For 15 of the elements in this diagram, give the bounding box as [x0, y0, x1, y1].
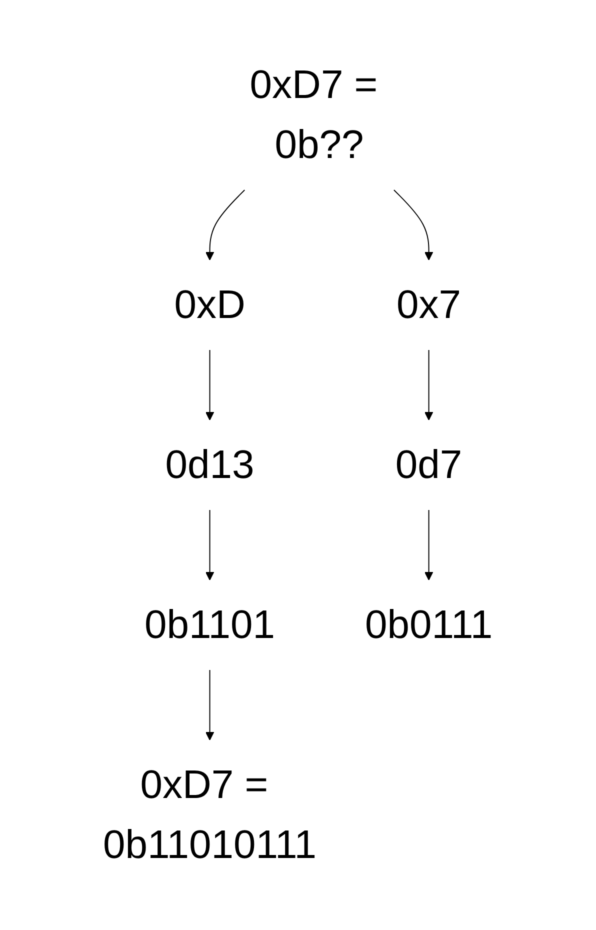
- node-text: 0d7: [396, 442, 462, 487]
- arrow: [206, 190, 246, 260]
- arrow: [206, 510, 214, 580]
- arrow: [424, 350, 434, 420]
- node-text: 0d13: [165, 442, 254, 487]
- node-text: 0xD7 = 0b??: [250, 63, 378, 167]
- arrow: [206, 670, 214, 740]
- arrow: [394, 190, 434, 260]
- node-text: 0x7: [396, 282, 462, 327]
- arrow: [206, 350, 214, 420]
- node-text: 0xD7 = 0b11010111: [103, 762, 317, 867]
- node-text: 0b0111: [365, 602, 493, 647]
- node-text: 0xD: [174, 282, 246, 327]
- node-text: 0b1101: [144, 602, 276, 647]
- arrow: [424, 510, 434, 580]
